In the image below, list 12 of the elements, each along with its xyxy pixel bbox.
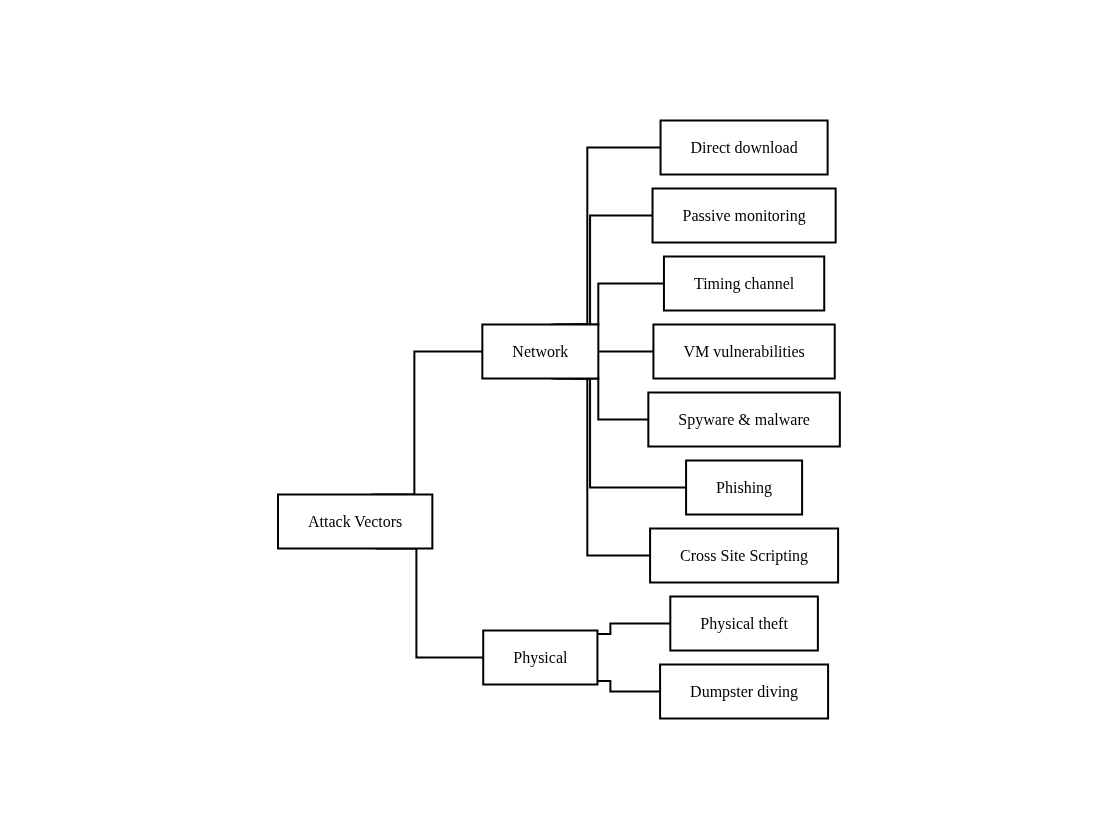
node-box: Direct download (659, 119, 829, 176)
node-box: Timing channel (663, 255, 826, 312)
node-box: Passive monitoring (651, 187, 837, 244)
node-box: Physical theft (669, 595, 819, 652)
node-box: Attack Vectors (277, 493, 434, 550)
node-box: VM vulnerabilities (652, 323, 836, 380)
node-box: Phishing (685, 459, 804, 516)
node-box: Physical (482, 629, 599, 686)
node-box: Spyware & malware (647, 391, 841, 448)
node-box: Cross Site Scripting (649, 527, 840, 584)
node-box: Network (481, 323, 600, 380)
node-box: Dumpster diving (659, 663, 830, 720)
